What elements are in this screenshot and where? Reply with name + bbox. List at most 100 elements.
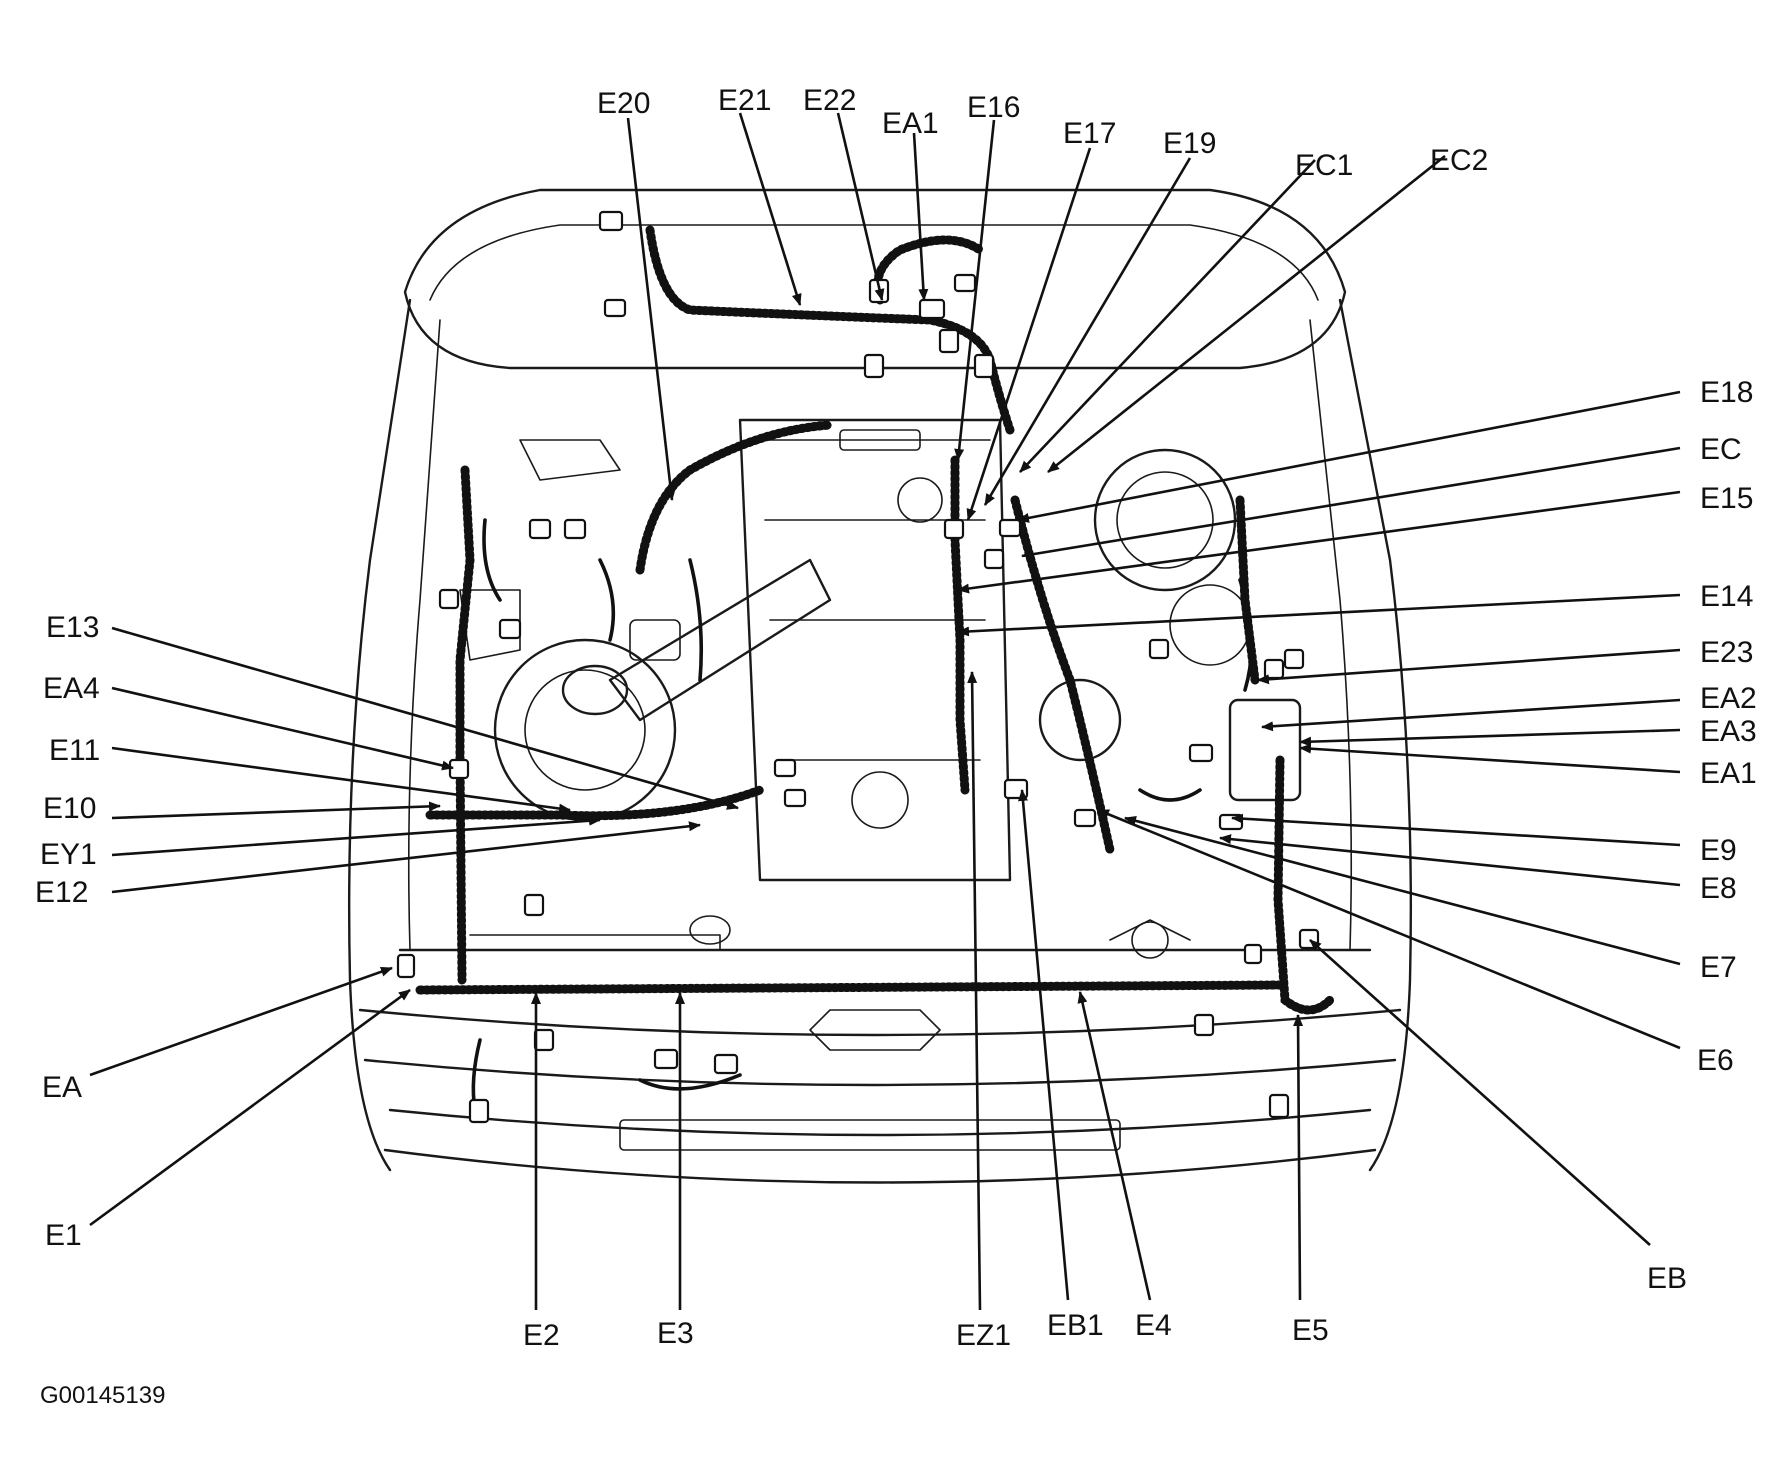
label-e1: E1 <box>45 1219 82 1252</box>
leader-e5 <box>1293 1014 1304 1301</box>
engine-components <box>459 418 1302 959</box>
leader-e19 <box>983 157 1192 506</box>
leader-ec <box>1021 446 1681 560</box>
leader-e21 <box>738 112 802 306</box>
leader-e18 <box>1017 390 1681 523</box>
leader-e4 <box>1077 991 1152 1301</box>
label-ec1: EC1 <box>1295 149 1353 182</box>
right-fender <box>1338 298 1413 1172</box>
leader-eb1 <box>1018 789 1070 1301</box>
leader-ea3 <box>1299 728 1681 747</box>
label-e22: E22 <box>803 84 856 117</box>
engine-block <box>738 418 1012 882</box>
leader-e16 <box>954 119 996 461</box>
license-plate-area <box>619 1119 1121 1151</box>
leader-e20 <box>626 117 676 501</box>
reservoir <box>1038 678 1122 762</box>
leader-ec2 <box>1047 154 1446 474</box>
label-e8: E8 <box>1700 872 1737 905</box>
label-e11: E11 <box>49 734 100 767</box>
label-eb1: EB1 <box>1047 1309 1104 1342</box>
bumper-bracket <box>809 1009 941 1051</box>
label-ea: EA <box>42 1071 82 1104</box>
leader-ea4 <box>111 686 454 771</box>
leader-ea1-right <box>1299 743 1681 774</box>
leader-ec1 <box>1019 159 1316 473</box>
figure-code: G00145139 <box>40 1382 165 1409</box>
left-upper-harness <box>635 420 835 575</box>
label-ey1: EY1 <box>40 838 97 871</box>
wiring-harnesses <box>415 225 1335 1112</box>
front-bumper-bottom <box>383 1148 1377 1184</box>
label-e16: E16 <box>967 91 1020 124</box>
intake-duct <box>608 558 832 722</box>
label-e18: E18 <box>1700 376 1753 409</box>
label-e23: E23 <box>1700 636 1753 669</box>
leader-e22 <box>836 112 885 301</box>
label-ez1: EZ1 <box>956 1319 1011 1352</box>
label-e21: E21 <box>718 84 771 117</box>
hood-inner-edge <box>429 224 1319 301</box>
leader-e12 <box>111 821 701 894</box>
label-ea4: EA4 <box>43 672 100 705</box>
relay-box <box>1228 698 1302 802</box>
hood-outline <box>403 188 1347 370</box>
leader-e10 <box>111 801 441 820</box>
right-fender-inner <box>1309 319 1353 951</box>
leader-ey1 <box>111 815 601 857</box>
label-e2: E2 <box>523 1319 560 1352</box>
leader-e23 <box>1257 648 1681 685</box>
leader-lines <box>89 112 1681 1311</box>
label-e9: E9 <box>1700 834 1737 867</box>
label-ea1-top: EA1 <box>882 107 939 140</box>
leader-e13 <box>111 626 739 810</box>
leader-ez1 <box>967 671 982 1311</box>
label-ec2: EC2 <box>1430 144 1488 177</box>
leader-e17 <box>966 147 1092 521</box>
label-ea3: EA3 <box>1700 715 1757 748</box>
leader-e7 <box>1124 815 1681 966</box>
label-e5: E5 <box>1292 1314 1329 1347</box>
front-bumper-top <box>358 1008 1402 1037</box>
leader-e11 <box>111 746 571 814</box>
label-e14: E14 <box>1700 580 1753 613</box>
left-vertical-harness <box>455 465 475 985</box>
label-e20: E20 <box>597 87 650 120</box>
grille-lower <box>388 1108 1372 1137</box>
vehicle-body-outline <box>347 188 1413 1184</box>
front-bumper-mid <box>363 1058 1397 1087</box>
left-fender <box>347 298 412 1172</box>
right-lower-harness <box>1273 755 1335 1015</box>
leader-e1 <box>89 988 411 1227</box>
label-eb: EB <box>1647 1262 1687 1295</box>
label-ec: EC <box>1700 433 1742 466</box>
label-e19: E19 <box>1163 127 1216 160</box>
label-ea2: EA2 <box>1700 682 1757 715</box>
label-e3: E3 <box>657 1317 694 1350</box>
label-e4: E4 <box>1135 1309 1172 1342</box>
label-e10: E10 <box>43 792 96 825</box>
leader-ea <box>89 966 393 1077</box>
leader-e6 <box>1097 808 1681 1050</box>
label-ea1-right: EA1 <box>1700 757 1757 790</box>
label-e7: E7 <box>1700 951 1737 984</box>
callout-labels: E20 E21 E22 EA1 E16 E17 E19 EC1 EC2 E18 … <box>35 84 1757 1409</box>
left-fender-inner <box>407 319 441 951</box>
label-e17: E17 <box>1063 117 1116 150</box>
leader-e9 <box>1231 813 1681 847</box>
leader-eb <box>1309 939 1651 1246</box>
label-e6: E6 <box>1697 1044 1734 1077</box>
label-e13: E13 <box>46 611 99 644</box>
leader-e8 <box>1219 834 1681 887</box>
leader-e15 <box>957 490 1681 594</box>
right-vertical-harness <box>1010 495 1115 855</box>
label-e15: E15 <box>1700 482 1753 515</box>
front-cross-harness <box>415 980 1285 995</box>
label-e12: E12 <box>35 876 88 909</box>
left-mid-harness <box>425 785 765 821</box>
leader-ea1-top <box>912 132 929 301</box>
leader-ea2 <box>1261 698 1681 732</box>
connectors <box>396 210 1320 1124</box>
